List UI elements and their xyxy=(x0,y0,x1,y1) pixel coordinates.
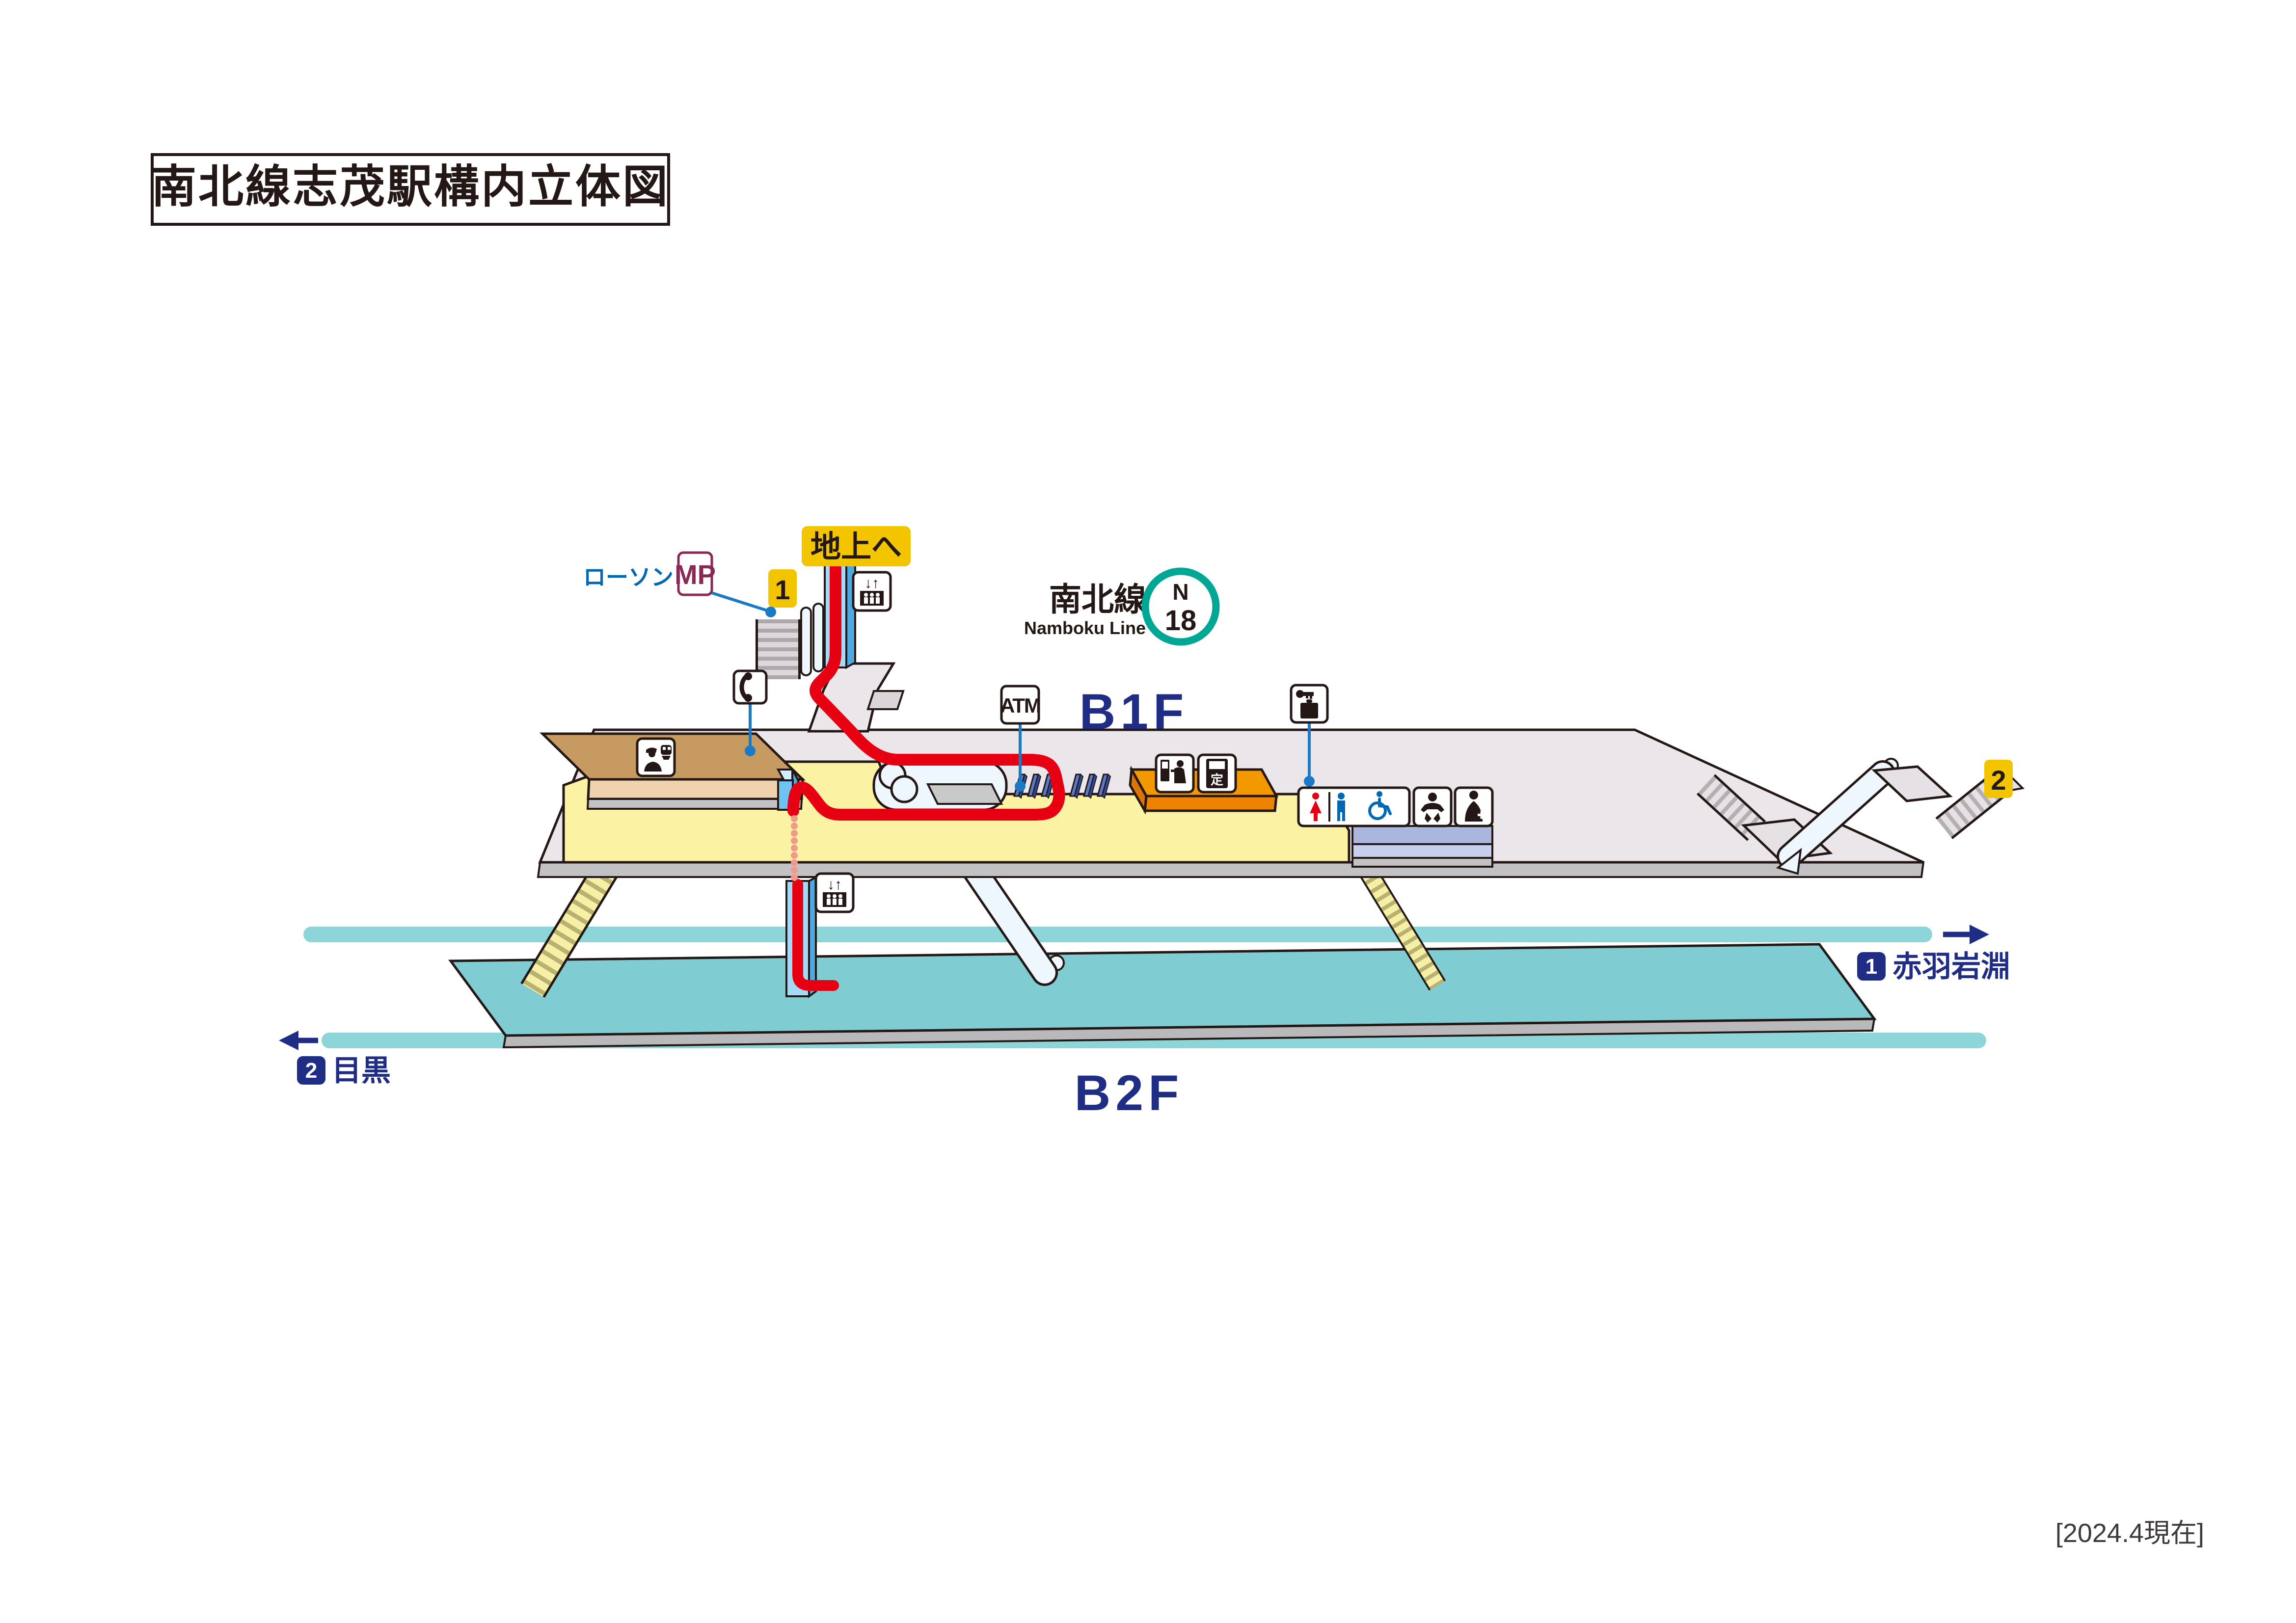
escalator-rail xyxy=(812,603,824,672)
exit2-access xyxy=(1697,758,2025,875)
walkway-step xyxy=(866,690,905,710)
page-title: 南北線志茂駅構内立体図 xyxy=(151,162,670,212)
floor-connectors xyxy=(520,851,1446,998)
track2-destination: 2 目黒 xyxy=(297,1054,391,1087)
elevator-through-floor-dots xyxy=(791,815,798,881)
elevator-icon: ↓↑ xyxy=(814,872,855,913)
b1f-level xyxy=(537,556,2025,878)
track1-arrow-icon xyxy=(1943,925,1989,944)
as-of-note: [2024.4現在] xyxy=(2055,1518,2204,1548)
lawson-sign: ローソン MP xyxy=(583,551,776,617)
route-line xyxy=(787,559,1065,821)
map-title: 南北線志茂駅構内立体図 xyxy=(151,153,670,226)
gate-slab xyxy=(1069,773,1084,799)
landing-upper xyxy=(1871,765,1953,802)
b2f-label: B2F xyxy=(1075,1065,1184,1121)
track1-destination: 1 赤羽岩淵 xyxy=(1857,950,2010,983)
line-name-ja: 南北線 xyxy=(1049,581,1146,617)
line-badge: 南北線 Namboku Line N 18 xyxy=(1024,567,1220,646)
atm-sign: ATM xyxy=(1000,685,1041,792)
b1f-label: B1F xyxy=(1080,684,1189,740)
svg-text:1: 1 xyxy=(1865,955,1877,979)
line-name-en: Namboku Line xyxy=(1024,618,1146,638)
escalator-to-platform-icon xyxy=(958,851,1065,986)
station-staff-icon xyxy=(644,745,672,772)
accessible-toilet-sign xyxy=(1454,786,1494,827)
stairs-down-icon xyxy=(1697,774,1766,841)
gate-slab xyxy=(1097,773,1111,799)
svg-text:1: 1 xyxy=(775,574,790,605)
wheelchair-icon xyxy=(1368,791,1392,820)
ticket-machine-sign xyxy=(1155,753,1195,794)
commuter-pass-machine-sign: 定 xyxy=(1197,753,1237,794)
lawson-logo: MP xyxy=(675,559,716,590)
station-code-number: 18 xyxy=(1165,605,1197,637)
exit-2-tag: 2 xyxy=(1984,760,2013,798)
svg-text:↓↑: ↓↑ xyxy=(827,877,842,893)
coin-locker-icon xyxy=(1296,690,1318,718)
station-number-roundel xyxy=(1141,567,1220,646)
to-ground-sign: 地上へ xyxy=(802,526,911,566)
atm-icon: ATM xyxy=(1000,694,1040,717)
toilet-sign xyxy=(1297,786,1411,827)
escalator-exit2-icon xyxy=(1776,758,1899,875)
elevator-icon: ↓↑ xyxy=(852,571,892,612)
gate-slab xyxy=(1027,773,1042,799)
svg-text:定: 定 xyxy=(1211,772,1223,787)
accessible-toilet-icon xyxy=(1465,791,1486,822)
svg-text:2: 2 xyxy=(305,1059,317,1083)
track-1-line xyxy=(303,927,1932,942)
ticket-machine-icon xyxy=(1161,760,1186,783)
lawson-label: ローソン xyxy=(583,564,674,590)
station-office-sign xyxy=(636,737,676,777)
labels-and-signs: 南北線志茂駅構内立体図 地上へ 1 2 ↓↑ xyxy=(151,153,2204,1548)
coin-locker-sign xyxy=(1290,684,1329,787)
gate-slab xyxy=(1083,773,1098,799)
track2-arrow-icon xyxy=(279,1031,318,1050)
toilet-block xyxy=(1351,825,1493,868)
baby-care-sign xyxy=(1412,786,1453,827)
svg-text:2: 2 xyxy=(1991,765,2006,796)
barrier-free-route xyxy=(787,559,1065,881)
stairs-right-icon xyxy=(1352,854,1446,991)
stairs-left-icon xyxy=(520,857,621,998)
svg-text:地上へ: 地上へ xyxy=(810,530,902,564)
phone-icon xyxy=(739,672,752,702)
exit-1-tag: 1 xyxy=(768,569,797,608)
baby-care-icon xyxy=(1421,793,1444,823)
concourse-rim xyxy=(537,861,1925,878)
elevator-shaft-lower xyxy=(785,876,839,998)
station-code-letter: N xyxy=(1172,579,1189,605)
escalator-opening xyxy=(872,760,1008,811)
svg-text:目黒: 目黒 xyxy=(332,1054,391,1087)
lawson-logo-box xyxy=(677,551,713,596)
svg-text:↓↑: ↓↑ xyxy=(864,575,879,591)
escalator-rail xyxy=(800,607,812,676)
public-phone-sign xyxy=(732,669,768,756)
commuter-pass-machine-icon: 定 xyxy=(1206,759,1228,788)
toilet-icon xyxy=(1310,792,1345,822)
svg-text:赤羽岩淵: 赤羽岩淵 xyxy=(1892,950,2010,983)
platform xyxy=(448,943,1877,1037)
